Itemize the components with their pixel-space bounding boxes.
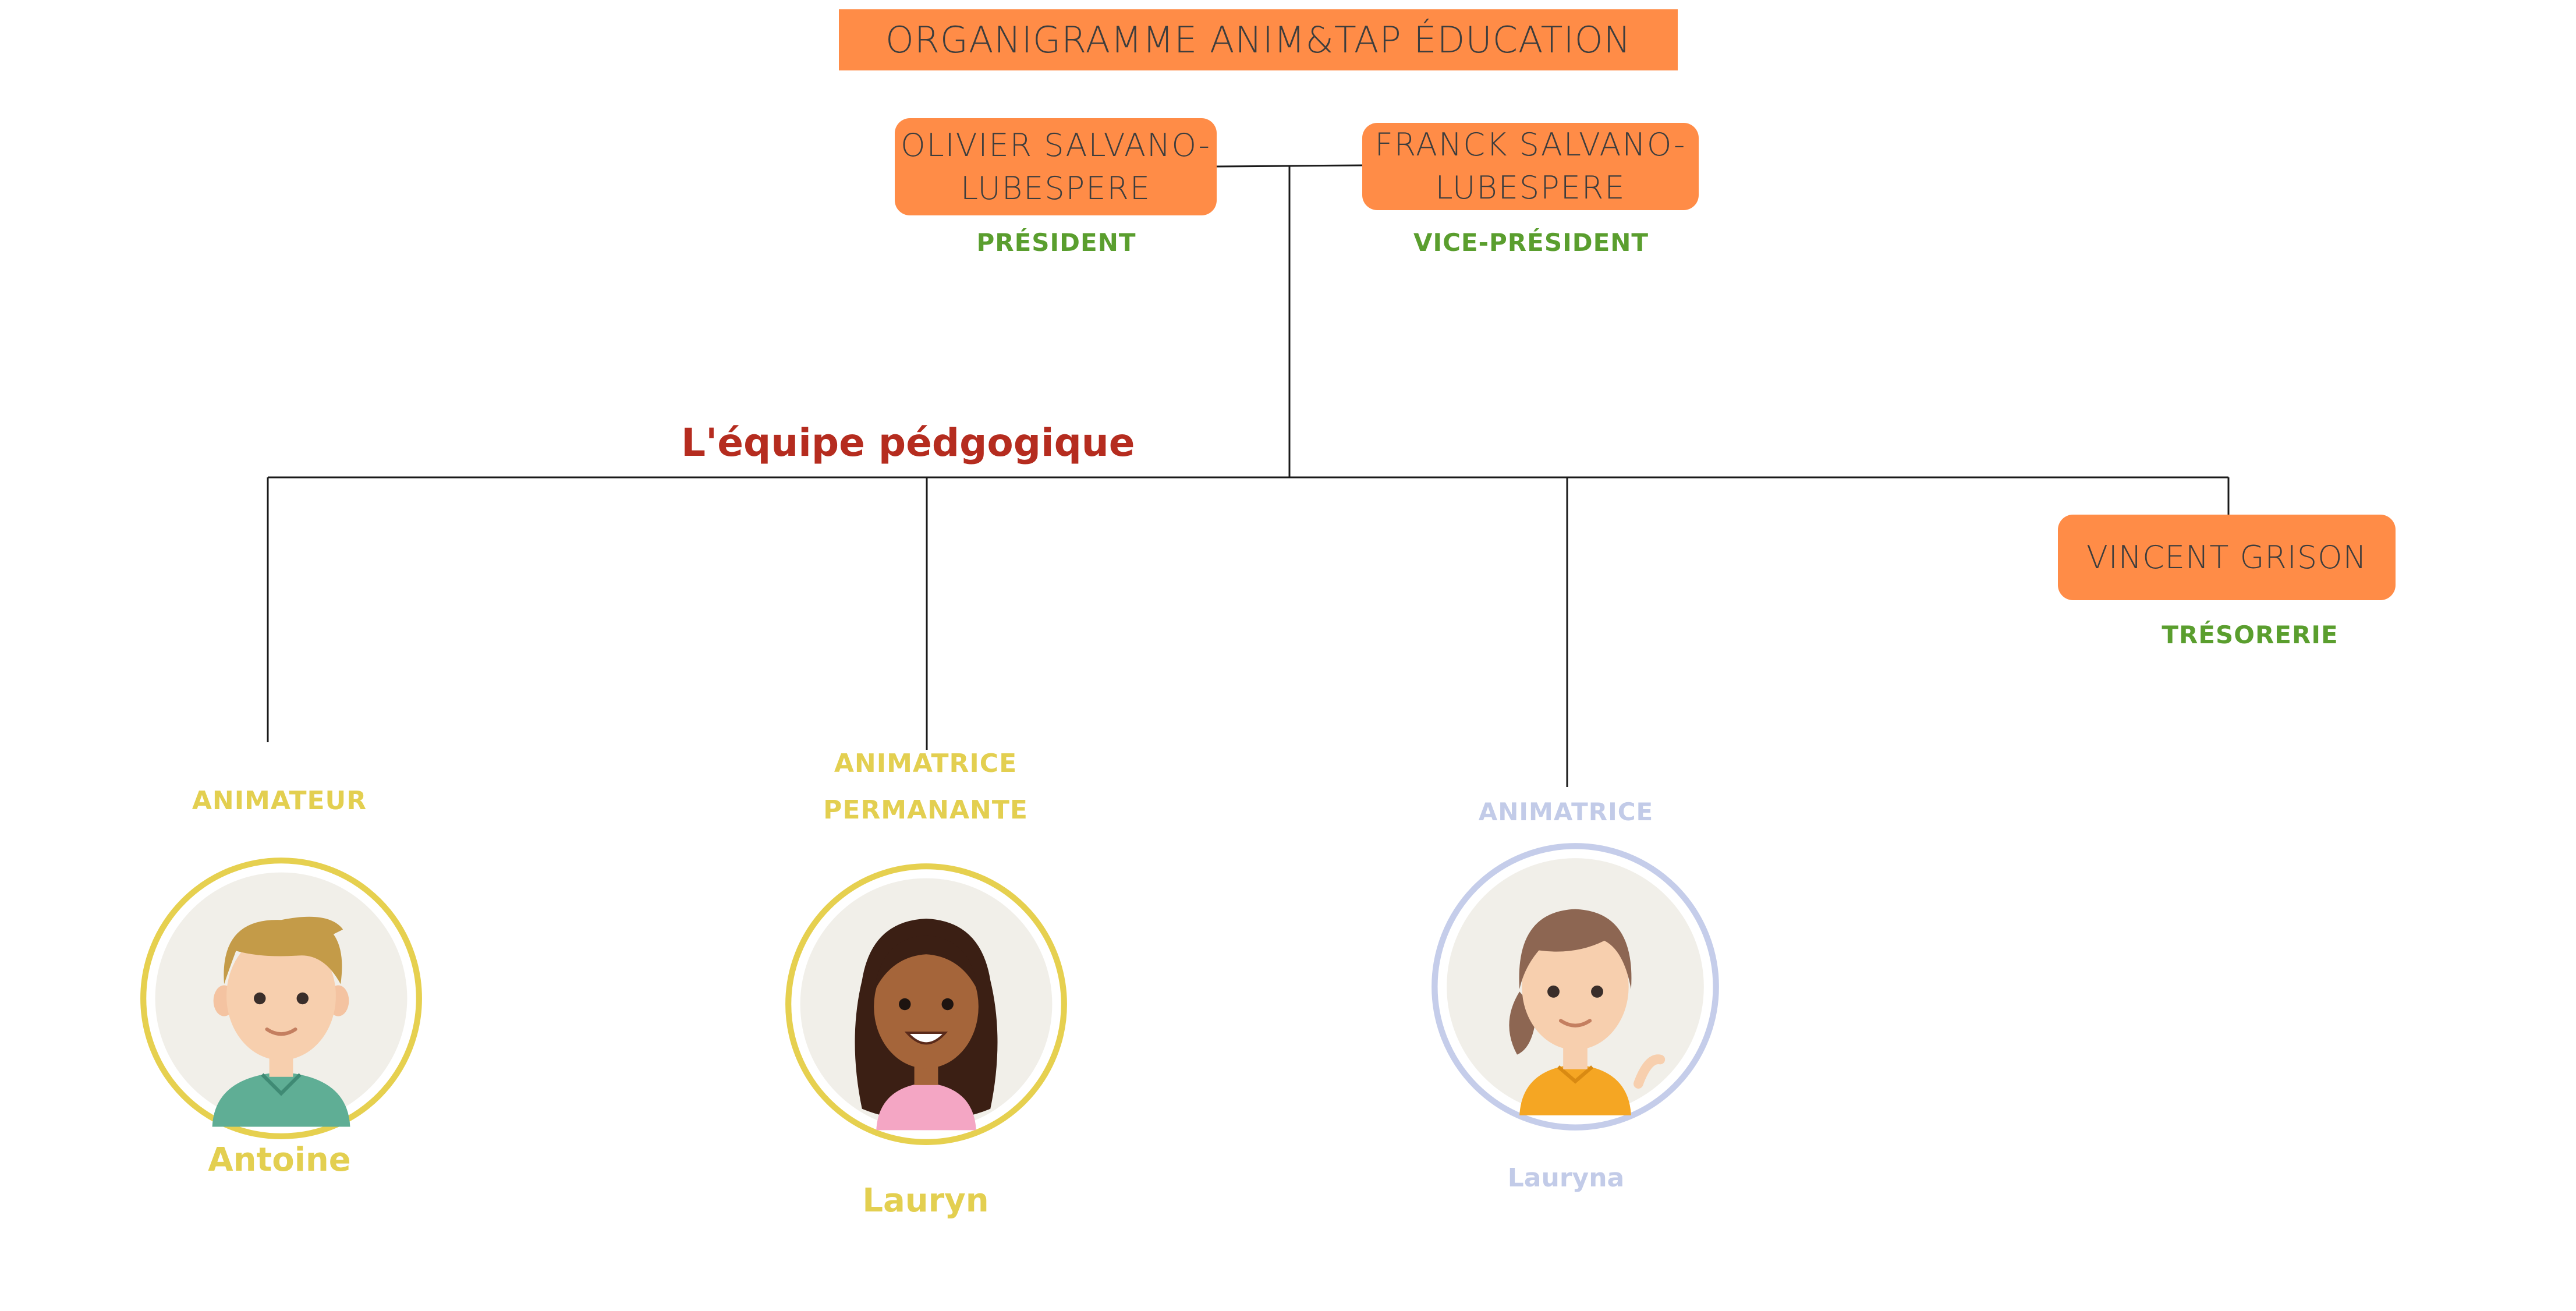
president-role: PRÉSIDENT <box>976 228 1136 257</box>
animatrice-permanante-role-line2: PERMANANTE <box>823 795 1028 825</box>
girl-avatar-icon <box>785 863 1067 1145</box>
chart-title-text: ORGANIGRAMME ANIM&TAP ÉDUCATION <box>885 19 1631 61</box>
chart-title: ORGANIGRAMME ANIM&TAP ÉDUCATION <box>839 9 1678 70</box>
lauryna-name: Lauryna <box>1507 1163 1625 1193</box>
animatrice-permanante-role-line1: ANIMATRICE <box>834 749 1018 778</box>
vice-president-name-line1: FRANCK SALVANO- <box>1374 126 1686 163</box>
treasury-role: TRÉSORERIE <box>2162 621 2338 649</box>
president-name-line2: LUBESPERE <box>961 169 1151 207</box>
animateur-role: ANIMATEUR <box>192 786 367 816</box>
girl-waving-avatar-icon <box>1431 843 1719 1131</box>
team-title: L'équipe pédgogique <box>681 420 1135 465</box>
vice-president-name-line2: LUBESPERE <box>1435 169 1626 206</box>
vice-president-box: FRANCK SALVANO- LUBESPERE <box>1362 123 1699 210</box>
animatrice-permanante-role: ANIMATRICE PERMANANTE <box>780 740 1071 834</box>
treasury-name: VINCENT GRISON <box>2086 539 2368 576</box>
antoine-name: Antoine <box>208 1141 351 1179</box>
animatrice-role: ANIMATRICE <box>1478 798 1654 826</box>
treasury-box: VINCENT GRISON <box>2058 515 2396 600</box>
boy-avatar-icon <box>140 858 422 1139</box>
president-box: OLIVIER SALVANO- LUBESPERE <box>895 118 1217 215</box>
lauryn-name: Lauryn <box>862 1182 989 1220</box>
vice-president-role: VICE-PRÉSIDENT <box>1413 228 1649 257</box>
president-name-line1: OLIVIER SALVANO- <box>901 126 1211 164</box>
